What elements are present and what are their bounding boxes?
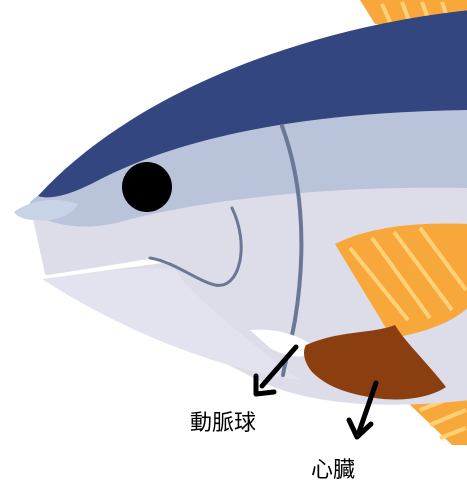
arrow-down-left-icon [253, 344, 299, 397]
heart [304, 325, 446, 400]
heart-label: 心臓 [311, 458, 356, 483]
lower-jaw [42, 268, 300, 380]
bulbus-arteriosus [250, 329, 318, 357]
cheek-line [148, 206, 243, 287]
fish-back [38, 10, 467, 198]
fish-eye-icon [122, 162, 172, 212]
snout [14, 199, 78, 221]
mouth-opening [42, 259, 170, 279]
pectoral-fin [335, 223, 467, 338]
bulbus-arteriosus-label: 動脈球 [190, 411, 257, 436]
arrow-down-icon [346, 380, 379, 440]
